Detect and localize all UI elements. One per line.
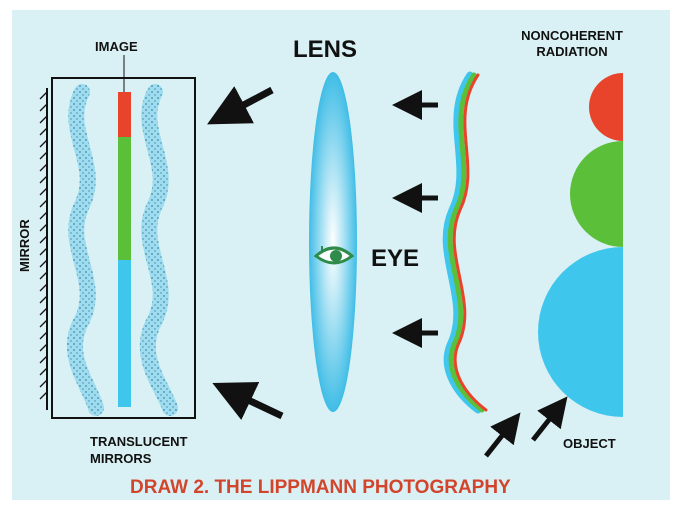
noncoherent-label-line1: NONCOHERENT [492,29,652,42]
mirror-label: MIRROR [18,219,31,272]
eye-label: EYE [371,247,419,271]
translucent-label-line1: TRANSLUCENT [90,435,188,448]
noncoherent-label-line2: RADIATION [492,45,652,58]
image-label: IMAGE [95,40,138,53]
caption: DRAW 2. THE LIPPMANN PHOTOGRAPHY [130,478,511,497]
object-label: OBJECT [563,437,616,450]
image-color-bar [118,92,131,407]
lens-shape [309,72,357,412]
lens-label: LENS [293,38,357,62]
translucent-label-line2: MIRRORS [90,452,151,465]
